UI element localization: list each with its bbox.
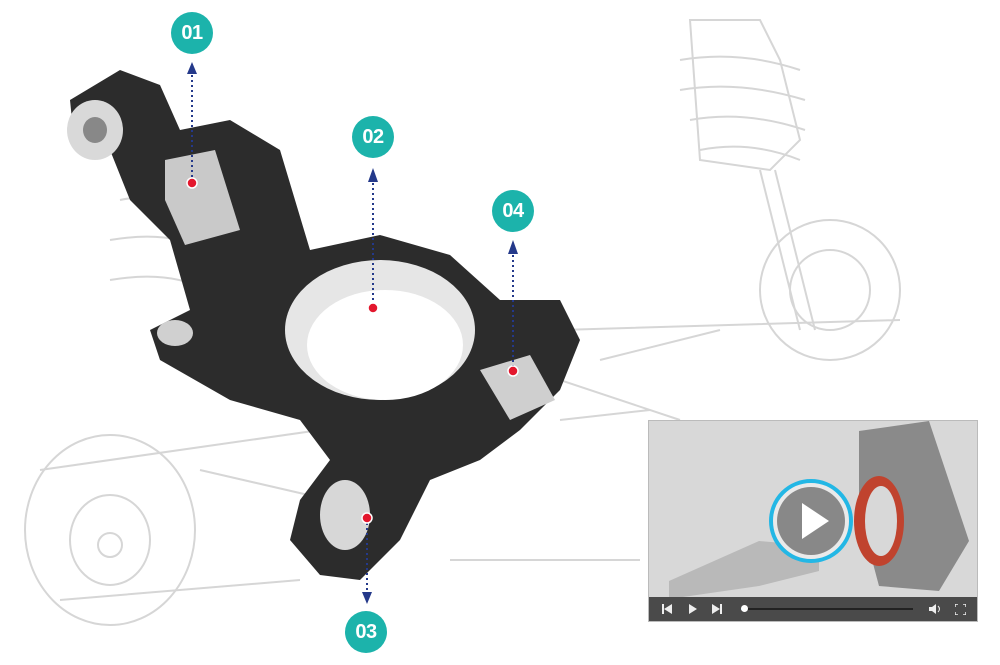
callout-dots	[186, 177, 519, 524]
fullscreen-icon[interactable]	[951, 597, 969, 621]
video-progress-slider[interactable]	[741, 605, 913, 612]
skip-back-icon[interactable]	[659, 597, 675, 621]
knuckle-body	[67, 70, 580, 580]
callout-arrows	[187, 62, 518, 604]
play-overlay-button[interactable]	[769, 479, 853, 563]
callout-badge-04[interactable]: 04	[492, 190, 534, 232]
skip-forward-icon[interactable]	[709, 597, 725, 621]
video-player[interactable]	[648, 420, 978, 622]
video-controls-bar	[649, 597, 977, 621]
volume-icon[interactable]	[927, 597, 943, 621]
callout-badge-03[interactable]: 03	[345, 611, 387, 653]
callout-badge-01[interactable]: 01	[171, 12, 213, 54]
progress-thumb[interactable]	[741, 605, 749, 612]
play-triangle-icon	[802, 503, 829, 539]
callout-badge-02[interactable]: 02	[352, 116, 394, 158]
play-icon[interactable]	[685, 597, 701, 621]
